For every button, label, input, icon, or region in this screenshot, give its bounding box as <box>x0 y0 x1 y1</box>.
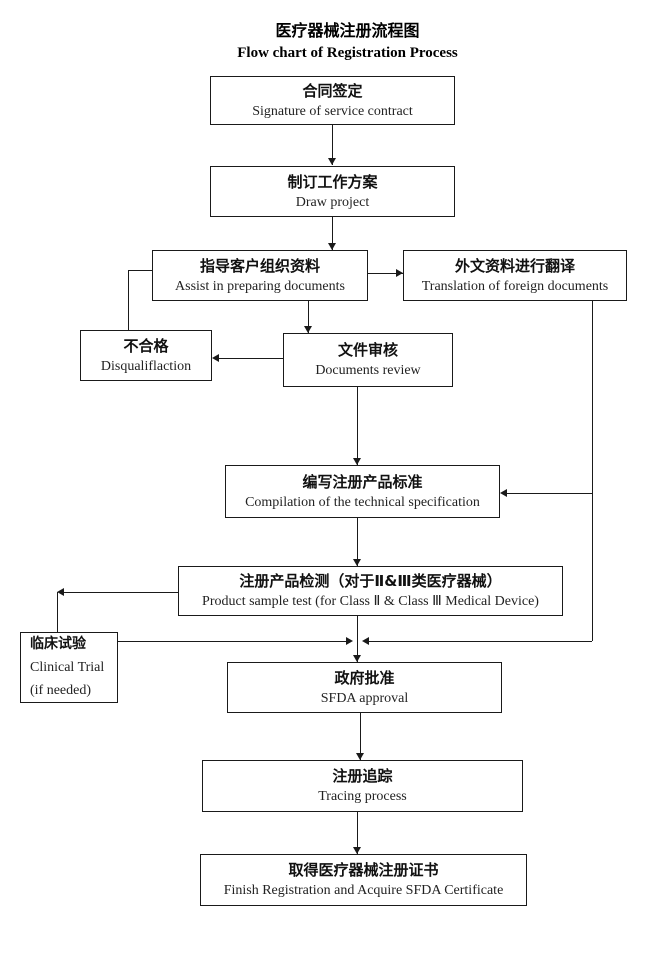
node-certificate-label-en: Finish Registration and Acquire SFDA Cer… <box>223 883 504 898</box>
arrowhead-sample-to-approval <box>353 655 361 662</box>
node-compilation-label-zh: 编写注册产品标准 <box>302 472 423 491</box>
node-assist-label-zh: 指导客户组织资料 <box>199 256 320 275</box>
connector-assist-to-review <box>308 301 309 333</box>
node-disqualification-label-en: Disqualiflaction <box>100 358 192 374</box>
node-sample-label-zh: 注册产品检测（对于Ⅱ&Ⅲ类医疗器械） <box>239 572 502 590</box>
arrowhead-assist-to-translation <box>396 269 403 277</box>
connector-project-to-assist <box>332 217 333 250</box>
connector-translation-trunk <box>592 301 593 641</box>
node-assist-documents: 指导客户组织资料 Assist in preparing documents <box>152 250 368 301</box>
connector-clinical-to-approval <box>118 641 346 642</box>
title-en: Flow chart of Registration Process <box>237 45 458 61</box>
node-review-label-zh: 文件审核 <box>337 341 398 359</box>
connector-disqualification-to-assist-v <box>128 270 129 330</box>
node-tracing-label-en: Tracing process <box>318 789 407 804</box>
arrowhead-assist-to-review <box>304 326 312 333</box>
connector-assist-to-translation <box>368 273 403 274</box>
connector-sample-to-clinical-v <box>57 592 58 632</box>
connector-review-to-compilation <box>357 387 358 465</box>
node-sfda-approval: 政府批准 SFDA approval <box>227 662 502 713</box>
node-compilation-label-en: Compilation of the technical specificati… <box>245 494 480 510</box>
node-contract-label-zh: 合同签定 <box>302 81 363 100</box>
node-translation-label-zh: 外文资料进行翻译 <box>454 256 575 275</box>
node-project-label-zh: 制订工作方案 <box>287 172 378 191</box>
arrowhead-translation-to-compilation <box>500 489 507 497</box>
node-compilation-specification: 编写注册产品标准 Compilation of the technical sp… <box>225 465 500 518</box>
connector-translation-to-approval <box>369 641 592 642</box>
connector-compilation-to-sample <box>357 518 358 566</box>
diagram-title: 医疗器械注册流程图 Flow chart of Registration Pro… <box>45 20 650 64</box>
connector-review-to-disqualification <box>219 358 283 359</box>
node-acquire-certificate: 取得医疗器械注册证书 Finish Registration and Acqui… <box>200 854 527 906</box>
node-disqualification-label-zh: 不合格 <box>123 336 169 355</box>
node-translation-label-en: Translation of foreign documents <box>421 278 609 294</box>
node-clinical-label-en2: (if needed) <box>30 683 92 698</box>
arrowhead-contract-to-project <box>328 158 336 165</box>
node-tracing-label-zh: 注册追踪 <box>332 767 393 785</box>
node-approval-label-en: SFDA approval <box>320 690 409 706</box>
arrowhead-approval-to-tracing <box>356 753 364 760</box>
node-translation: 外文资料进行翻译 Translation of foreign document… <box>403 250 627 301</box>
arrowhead-translation-to-approval <box>362 637 369 645</box>
node-assist-label-en: Assist in preparing documents <box>175 278 345 294</box>
arrowhead-clinical-to-approval <box>346 637 353 645</box>
connector-sample-to-clinical-h <box>64 592 178 593</box>
node-clinical-label-zh: 临床试验 <box>30 636 86 652</box>
connector-approval-to-tracing <box>360 713 361 760</box>
node-product-sample-test: 注册产品检测（对于Ⅱ&Ⅲ类医疗器械） Product sample test (… <box>178 566 563 616</box>
node-contract-signature: 合同签定 Signature of service contract <box>210 76 455 125</box>
node-approval-label-zh: 政府批准 <box>334 668 395 687</box>
arrowhead-sample-to-clinical <box>57 588 64 596</box>
node-sample-label-en: Product sample test (for Class Ⅱ & Class… <box>202 594 539 609</box>
connector-translation-to-compilation <box>507 493 592 494</box>
connector-tracing-to-certificate <box>357 812 358 854</box>
connector-disqualification-to-assist-h <box>128 270 152 271</box>
node-clinical-trial: 临床试验 Clinical Trial (if needed) <box>20 632 118 703</box>
title-zh: 医疗器械注册流程图 <box>275 21 420 40</box>
connector-sample-to-approval <box>357 616 358 662</box>
node-disqualification: 不合格 Disqualiflaction <box>80 330 212 381</box>
node-project-label-en: Draw project <box>295 194 370 210</box>
node-certificate-label-zh: 取得医疗器械注册证书 <box>288 861 439 879</box>
node-clinical-label-en: Clinical Trial <box>30 660 105 675</box>
arrowhead-tracing-to-certificate <box>353 847 361 854</box>
connector-contract-to-project <box>332 125 333 165</box>
arrowhead-compilation-to-sample <box>353 559 361 566</box>
arrowhead-review-to-compilation <box>353 458 361 465</box>
node-tracing-process: 注册追踪 Tracing process <box>202 760 523 812</box>
node-review-label-en: Documents review <box>315 363 421 378</box>
node-contract-label-en: Signature of service contract <box>252 103 413 119</box>
node-documents-review: 文件审核 Documents review <box>283 333 453 387</box>
arrowhead-review-to-disqualification <box>212 354 219 362</box>
node-draw-project: 制订工作方案 Draw project <box>210 166 455 217</box>
arrowhead-project-to-assist <box>328 243 336 250</box>
